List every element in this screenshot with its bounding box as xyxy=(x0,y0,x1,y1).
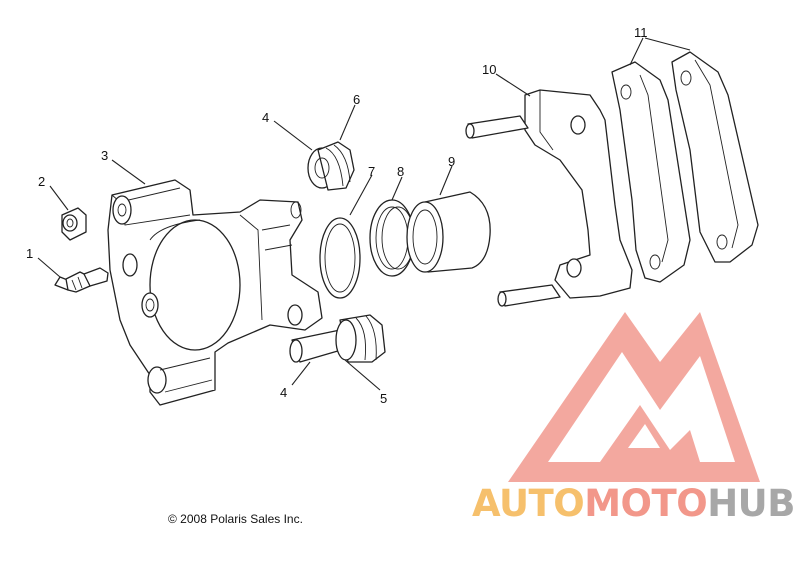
callout-4-upper: 4 xyxy=(262,110,269,125)
callout-5: 5 xyxy=(380,391,387,406)
part-bleeder-valve xyxy=(54,267,109,293)
part-o-ring-small xyxy=(319,217,361,299)
callout-7: 7 xyxy=(368,164,375,179)
watermark-emblem-icon xyxy=(508,312,760,482)
callout-4-lower: 4 xyxy=(280,385,287,400)
part-mounting-bracket xyxy=(465,89,633,307)
watermark-word-auto: AUTO xyxy=(472,482,585,525)
watermark-word-moto: MOTO xyxy=(584,482,708,525)
callout-8: 8 xyxy=(397,164,404,179)
part-piston xyxy=(406,191,491,273)
callout-11: 11 xyxy=(634,25,648,40)
callout-10: 10 xyxy=(482,62,496,77)
callout-6: 6 xyxy=(353,92,360,107)
leader-lines xyxy=(37,37,691,391)
callout-1: 1 xyxy=(26,246,33,261)
callout-2: 2 xyxy=(38,174,45,189)
copyright-notice: © 2008 Polaris Sales Inc. xyxy=(168,512,303,526)
watermark-word-hub: HUB xyxy=(707,482,795,525)
callout-9: 9 xyxy=(448,154,455,169)
callout-labels: 1 2 3 4 5 6 7 8 9 10 11 4 xyxy=(26,25,648,406)
part-boot-upper xyxy=(307,141,355,191)
callout-3: 3 xyxy=(101,148,108,163)
part-brake-pads xyxy=(611,51,759,283)
part-bleeder-cap xyxy=(61,207,87,241)
watermark-brand-text: AUTOMOTOHUB xyxy=(472,482,795,525)
part-slide-pin-and-boot xyxy=(289,314,386,363)
part-caliper-body xyxy=(107,179,323,406)
